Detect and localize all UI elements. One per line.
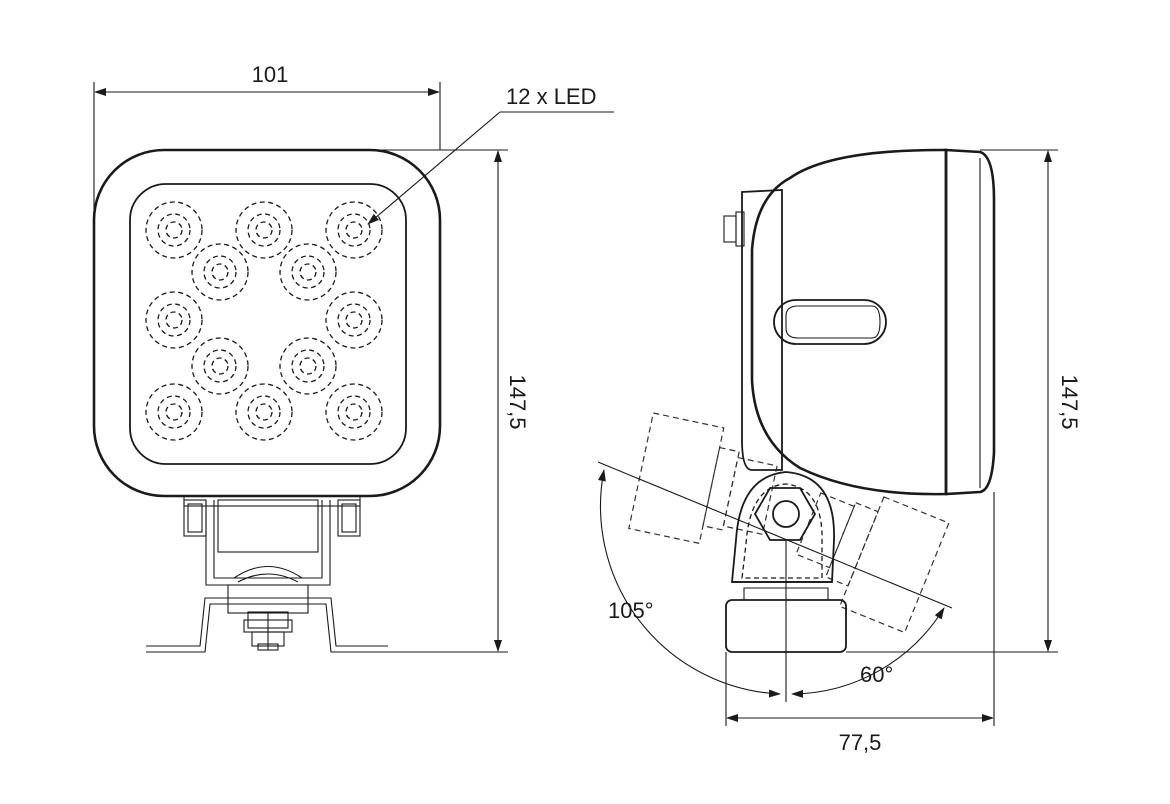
- led-11: [235, 383, 293, 441]
- front-view: 101 12 x LED 147,5: [92, 62, 614, 653]
- led-7: [325, 291, 383, 349]
- side-height-dimension: 147,5: [846, 149, 1082, 653]
- depth-label: 77,5: [839, 730, 882, 755]
- depth-dimension: 77,5: [725, 492, 995, 755]
- led-4: [191, 243, 249, 301]
- led-2: [235, 201, 293, 259]
- side-pivot-nut: [753, 487, 817, 541]
- led-10: [145, 383, 203, 441]
- rotation-ghost-forward: [795, 492, 950, 634]
- led-5: [279, 243, 337, 301]
- width-label: 101: [252, 62, 289, 87]
- led-6: [145, 291, 203, 349]
- width-dimension: 101: [93, 62, 441, 236]
- side-lens: [944, 148, 996, 496]
- side-height-label: 147,5: [1057, 374, 1082, 429]
- front-mount-bracket: [146, 495, 388, 653]
- led-1: [145, 201, 203, 259]
- led-leader: 12 x LED: [367, 84, 614, 225]
- side-view: 105° 60° 77,5 147,5: [597, 148, 1082, 755]
- led-count-label: 12 x LED: [506, 84, 597, 109]
- angle-arc-forward: [791, 607, 945, 698]
- led-array: [145, 201, 383, 441]
- angle-arc-back: [597, 469, 781, 698]
- side-housing: [750, 148, 948, 496]
- front-height-label: 147,5: [505, 374, 530, 429]
- side-slot-outer: [773, 299, 887, 345]
- led-8: [191, 337, 249, 395]
- angle-back-label: 105°: [608, 598, 654, 623]
- front-housing-outline: [92, 148, 442, 498]
- led-3: [325, 201, 383, 259]
- led-9: [279, 337, 337, 395]
- front-height-dimension: 147,5: [370, 149, 530, 653]
- led-12: [325, 383, 383, 441]
- angle-forward-label: 60°: [860, 662, 893, 687]
- front-lens-outline: [129, 183, 407, 465]
